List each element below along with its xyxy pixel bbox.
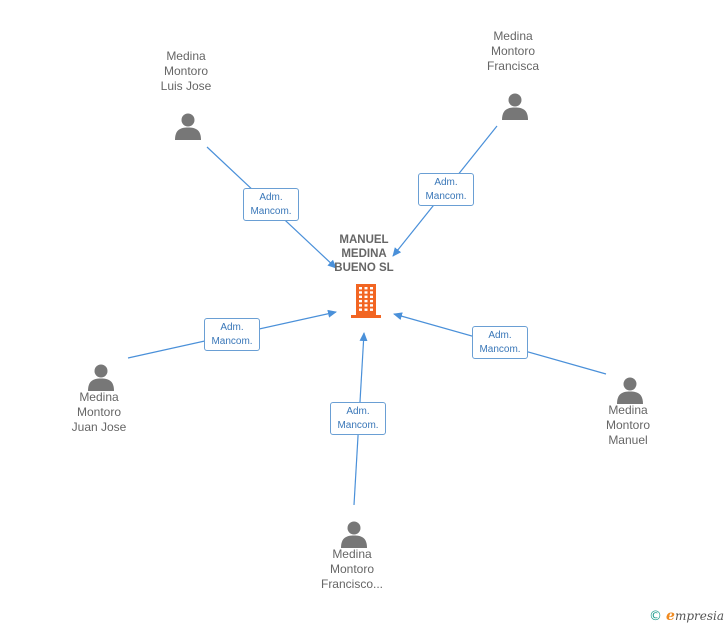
person-name-line: Medina (332, 547, 372, 561)
person-icon[interactable] (173, 111, 203, 141)
relation-label-line: Mancom. (337, 420, 379, 431)
person-icon[interactable] (615, 375, 645, 405)
company-name[interactable]: MANUEL MEDINA BUENO SL (309, 233, 419, 275)
person-name-line: Medina (79, 390, 119, 404)
person-name-line: Montoro (490, 44, 536, 58)
relation-label-line: Adm. (346, 406, 370, 417)
person-name-line: Manuel (608, 433, 648, 447)
company-name-line: MEDINA (341, 248, 387, 260)
person-name-line: Luis Jose (160, 79, 212, 93)
person-icon[interactable] (86, 362, 116, 392)
person-icon[interactable] (339, 519, 369, 549)
relation-label-line: Adm. (488, 330, 512, 341)
relation-badge-manuel: Adm. Mancom. (472, 326, 528, 359)
relation-label-line: Adm. (259, 192, 283, 203)
relation-label-line: Mancom. (425, 191, 467, 202)
relation-badge-francisco: Adm. Mancom. (330, 402, 386, 435)
relation-label-line: Mancom. (250, 206, 292, 217)
person-name-line: Juan Jose (71, 420, 127, 434)
company-name-line: MANUEL (339, 234, 389, 246)
copyright-symbol: © (649, 609, 663, 624)
relation-label-line: Mancom. (211, 336, 253, 347)
relation-badge-luis: Adm. Mancom. (243, 188, 299, 221)
person-name-line: Montoro (329, 562, 375, 576)
company-name-line: BUENO SL (334, 262, 394, 274)
person-name-line: Montoro (605, 418, 651, 432)
brand-logo-initial: e (666, 608, 675, 624)
relation-badge-juanjose: Adm. Mancom. (204, 318, 260, 351)
person-name-line: Montoro (76, 405, 122, 419)
footer-brand[interactable]: ©empresia (649, 608, 724, 624)
relation-label-line: Adm. (220, 322, 244, 333)
person-name-line: Medina (166, 49, 206, 63)
building-icon[interactable] (350, 282, 382, 318)
person-name-line: Montoro (163, 64, 209, 78)
relation-badge-francisca: Adm. Mancom. (418, 173, 474, 206)
person-name-line: Medina (493, 29, 533, 43)
relation-label-line: Mancom. (479, 344, 521, 355)
person-name-line: Francisco... (320, 577, 383, 591)
person-name-line: Medina (608, 403, 648, 417)
person-icon[interactable] (500, 91, 530, 121)
relation-label-line: Adm. (434, 177, 458, 188)
person-name-line: Francisca (486, 59, 539, 73)
brand-name: mpresia (674, 609, 724, 623)
